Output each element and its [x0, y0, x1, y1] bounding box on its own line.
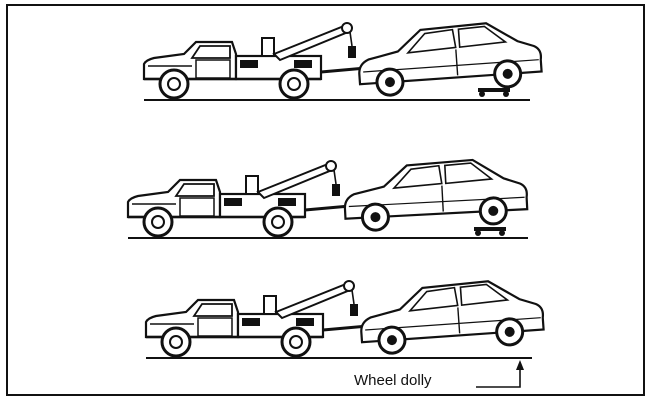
scene-2	[128, 157, 528, 238]
towed-car-3	[358, 278, 544, 356]
wheel-dolly-2	[474, 227, 506, 236]
tow-truck-3	[146, 281, 368, 356]
towed-car-2	[343, 157, 529, 231]
tow-truck-2	[128, 161, 350, 236]
wheel-dolly-leader	[476, 364, 520, 387]
arrow-up-icon	[516, 360, 524, 370]
tow-truck-1	[144, 23, 366, 98]
scene-1	[144, 20, 543, 100]
wheel-dolly-label: Wheel dolly	[354, 372, 432, 390]
scene-3	[146, 278, 545, 387]
wheel-dolly-1	[478, 88, 510, 97]
towed-car-1	[356, 20, 542, 98]
